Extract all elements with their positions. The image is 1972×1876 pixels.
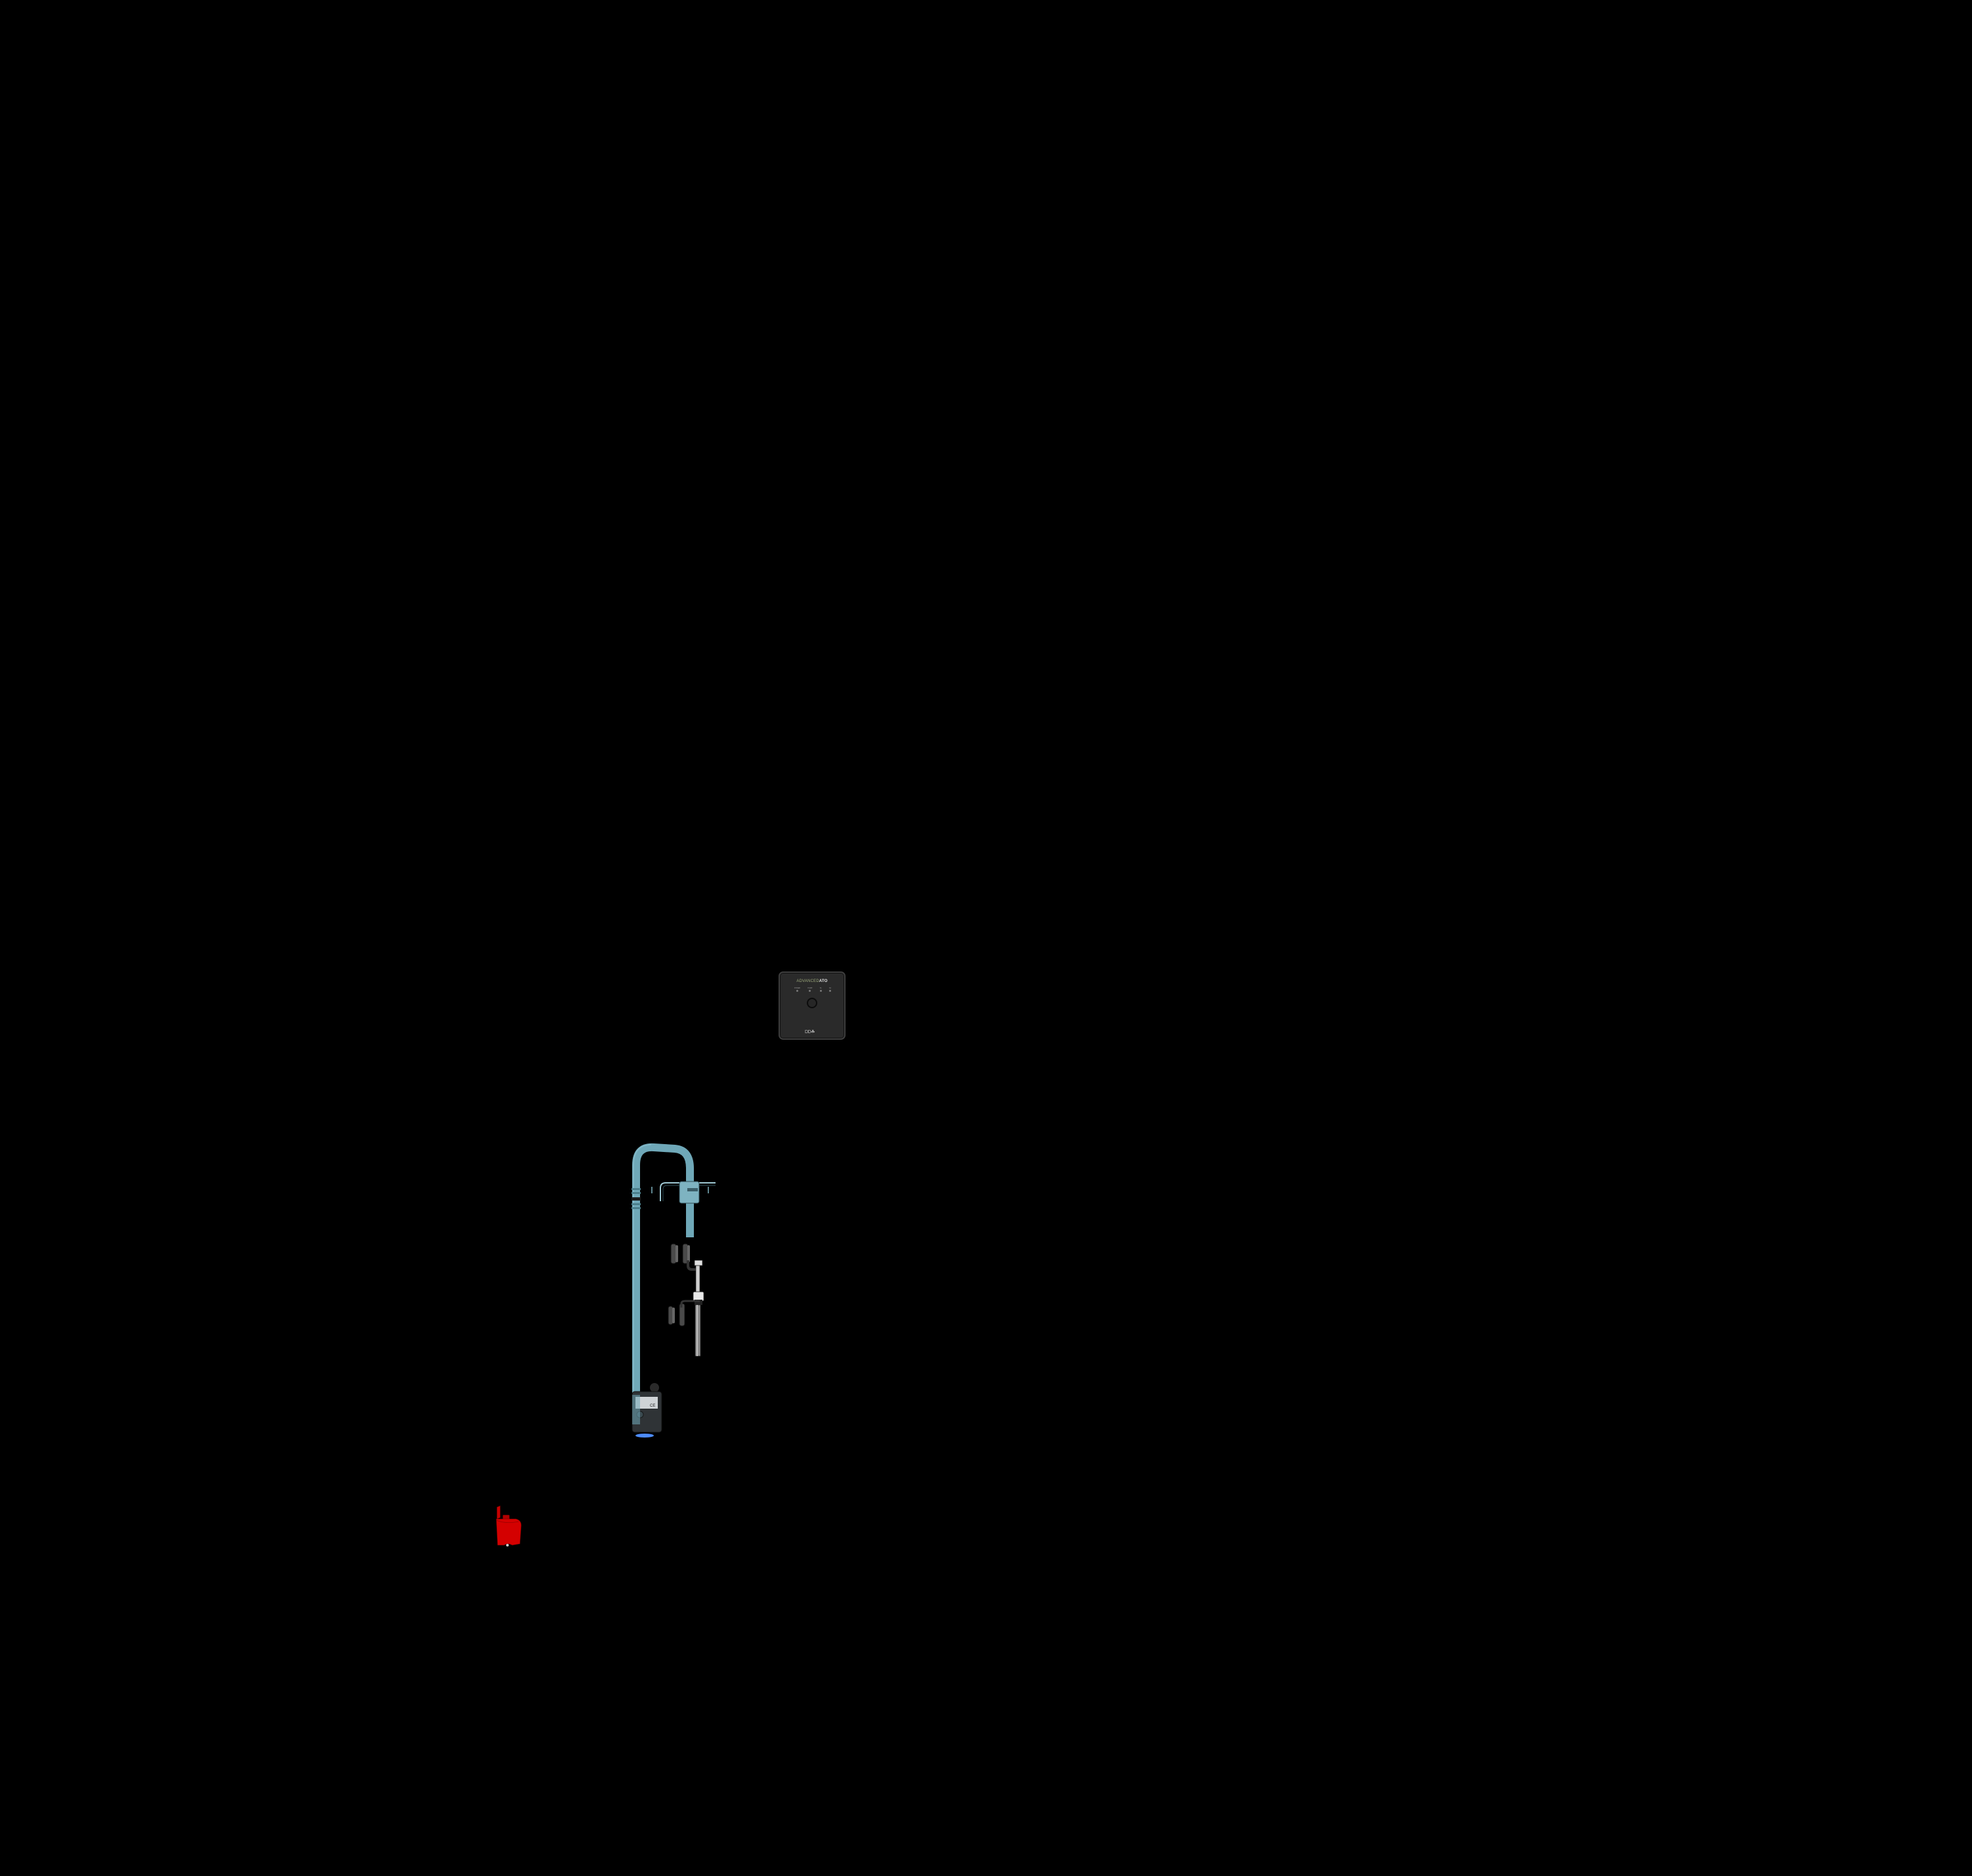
led-s2: S2 [829,987,831,992]
ato-assembly: CE [632,1143,716,1438]
led-s1: S1 [819,987,822,992]
logo-text: DD [805,1030,811,1034]
pump-glow-icon [635,1434,654,1438]
tube-coupler-icon [632,1188,641,1190]
ato-controller: ADVANCEDATO POWER PUMP S1 S2 DD☘ [779,971,846,1040]
led-pump: PUMP [807,987,812,992]
controller-brand: ADVANCEDATO [780,979,844,983]
led-label: PUMP [807,987,813,989]
red-reservoir-part [496,1505,522,1546]
led-row: POWER PUMP S1 S2 [794,987,831,992]
pump-label [635,1397,658,1409]
led-label: S2 [829,987,831,989]
upper-float-sensor [670,1243,704,1305]
led-label: S1 [819,987,822,989]
tube-bracket [651,1181,716,1204]
led-indicator-icon [809,990,811,992]
led-indicator-icon [829,990,831,992]
brand-text-ato: ATO [819,979,828,983]
manufacturer-logo: DD☘ [805,1030,815,1034]
led-indicator-icon [796,990,799,992]
return-tube [632,1143,694,1401]
lower-float-sensor [668,1300,701,1357]
submersible-pump: CE [632,1383,662,1438]
brand-text-advanced: ADVANCED [796,979,819,983]
led-power: POWER [794,987,800,992]
controller-button [807,998,817,1008]
led-label: POWER [794,987,801,989]
led-indicator-icon [819,990,822,992]
pump-label-ce: CE [650,1404,655,1408]
